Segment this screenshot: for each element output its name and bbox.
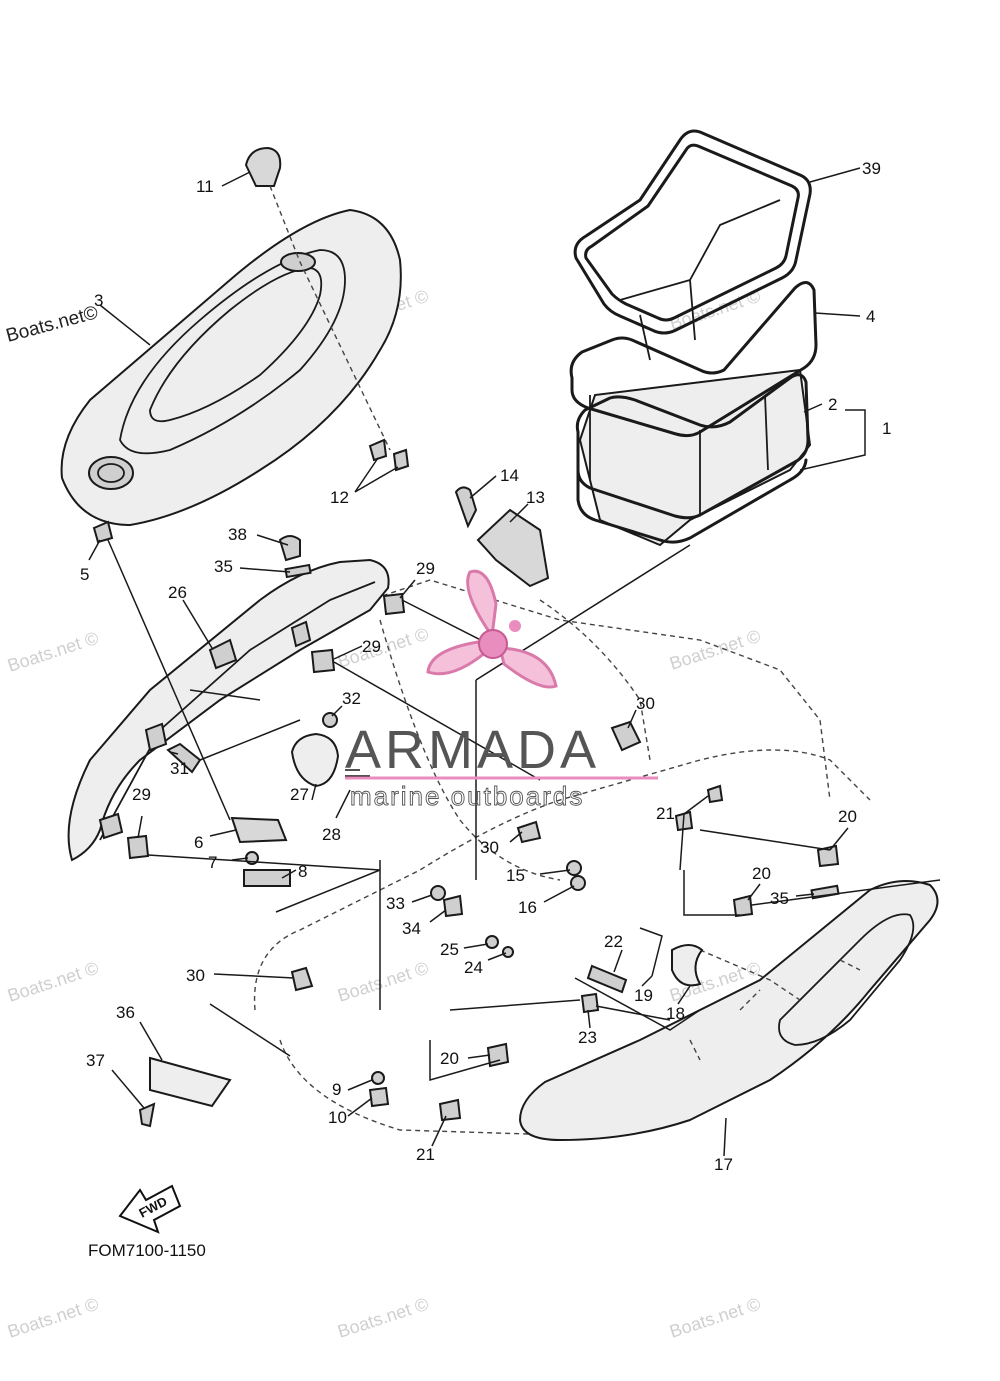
lower-hull [253, 579, 939, 1142]
watermark-text: Boats.net © [335, 958, 431, 1006]
callout-29: 29 [362, 637, 381, 656]
callout-13: 13 [526, 488, 545, 507]
callout-30: 30 [186, 966, 205, 985]
callout-27: 27 [290, 785, 309, 804]
callout-39: 39 [862, 159, 881, 178]
callout-23: 23 [578, 1028, 597, 1047]
site-watermark-header: Boats.net© [4, 302, 101, 347]
callout-30: 30 [636, 694, 655, 713]
propeller-logo [426, 569, 558, 689]
callout-21: 21 [656, 804, 675, 823]
watermark-text: Boats.net © [667, 626, 763, 674]
armada-brand-text: ARMADA [345, 720, 600, 780]
callout-12: 12 [330, 488, 349, 507]
storage-bin-assembly [569, 129, 818, 547]
callout-2: 2 [828, 395, 837, 414]
forward-direction-arrow: FWD [118, 1184, 182, 1234]
diagram-code: FOM7100-1150 [88, 1241, 206, 1260]
side-rail [67, 558, 390, 862]
callout-9: 9 [332, 1080, 341, 1099]
callout-8: 8 [298, 862, 307, 881]
watermark-text: Boats.net © [5, 628, 101, 676]
callout-28: 28 [322, 825, 341, 844]
callout-15: 15 [506, 866, 525, 885]
callout-leaders [88, 167, 866, 1157]
callout-4: 4 [866, 307, 875, 326]
callout-20: 20 [838, 807, 857, 826]
watermark-text: Boats.net © [5, 958, 101, 1006]
callout-14: 14 [500, 466, 519, 485]
callout-25: 25 [440, 940, 459, 959]
callout-24: 24 [464, 958, 483, 977]
callout-22: 22 [604, 932, 623, 951]
armada-subtitle-text: marine outboards [350, 781, 584, 811]
callout-29: 29 [416, 559, 435, 578]
top-cover [60, 146, 410, 544]
callout-37: 37 [86, 1051, 105, 1070]
hardware-parts [126, 486, 840, 1128]
watermark-text: Boats.net © [5, 1294, 101, 1342]
callout-29: 29 [132, 785, 151, 804]
callout-19: 19 [634, 986, 653, 1005]
callout-35: 35 [214, 557, 233, 576]
callout-34: 34 [402, 919, 421, 938]
callout-21: 21 [416, 1145, 435, 1164]
callout-35: 35 [770, 889, 789, 908]
assembly-reference-lines [107, 539, 941, 1081]
callout-18: 18 [666, 1004, 685, 1023]
callout-31: 31 [170, 759, 189, 778]
callout-17: 17 [714, 1155, 733, 1174]
callout-30: 30 [480, 838, 499, 857]
callout-16: 16 [518, 898, 537, 917]
callout-33: 33 [386, 894, 405, 913]
callout-6: 6 [194, 833, 203, 852]
watermark-text: Boats.net © [335, 1294, 431, 1342]
callout-1: 1 [882, 419, 891, 438]
callout-3: 3 [94, 291, 103, 310]
callout-32: 32 [342, 689, 361, 708]
callout-36: 36 [116, 1003, 135, 1022]
callout-5: 5 [80, 565, 89, 584]
callout-10: 10 [328, 1108, 347, 1127]
callout-20: 20 [752, 864, 771, 883]
watermark-text: Boats.net © [667, 1294, 763, 1342]
callout-7: 7 [208, 853, 217, 872]
callout-20: 20 [440, 1049, 459, 1068]
callout-numbers: 39 4 2 1 11 3 12 14 13 5 38 35 26 29 29 … [80, 159, 891, 1174]
armada-watermark: ARMADA marine outboards [345, 569, 658, 811]
callout-26: 26 [168, 583, 187, 602]
callout-38: 38 [228, 525, 247, 544]
callout-11: 11 [196, 177, 214, 196]
